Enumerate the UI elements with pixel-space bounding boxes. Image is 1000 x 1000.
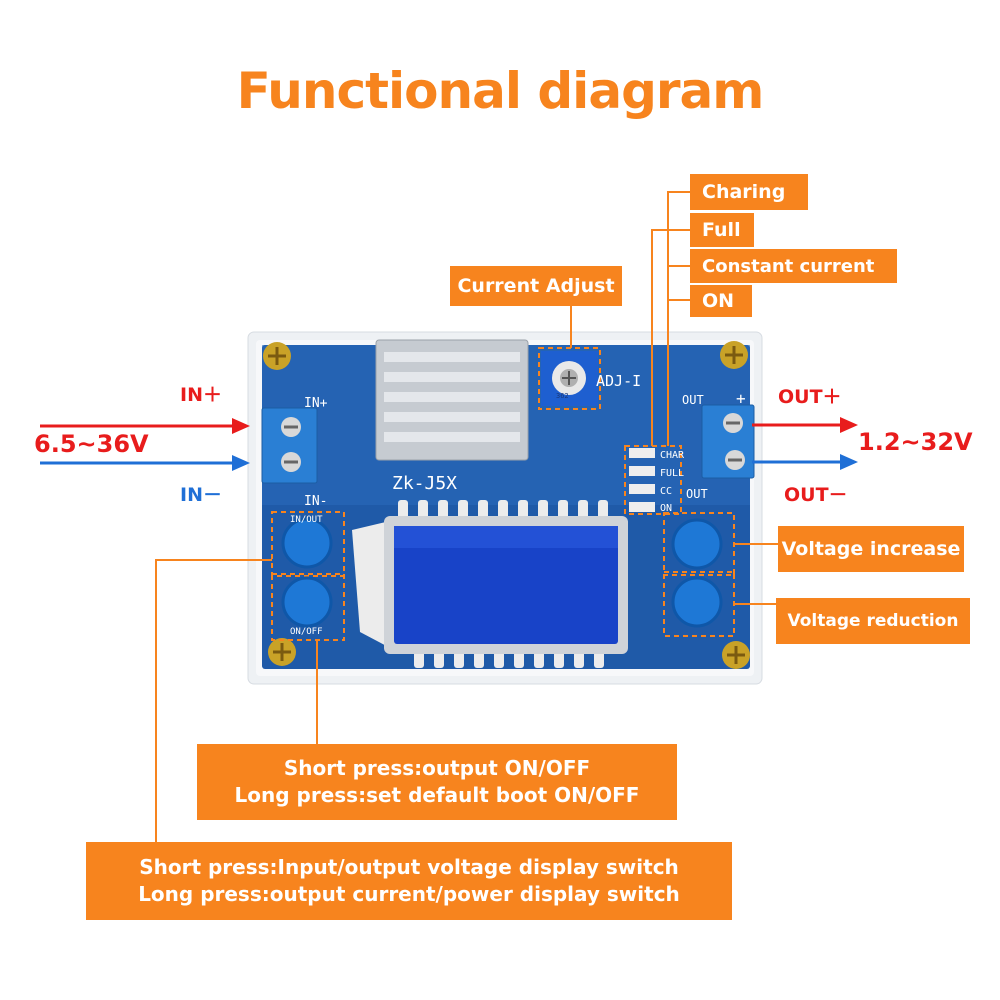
silk-on: ON: [660, 503, 672, 514]
silk-adj: ADJ-I: [596, 372, 641, 390]
in-out-callout-line2: Long press:output current/power display …: [138, 882, 680, 906]
arrow-right-icon: [752, 417, 858, 433]
on-off-callout-line2: Long press:set default boot ON/OFF: [234, 783, 640, 807]
arrow-right-icon: [40, 455, 250, 471]
voltage-increase-callout: Voltage increase: [778, 526, 964, 572]
silk-in-plus: IN+: [304, 396, 328, 411]
silk-out: OUT: [682, 393, 704, 407]
silk-full: FULL: [660, 468, 684, 479]
on-off-callout-line1: Short press:output ON/OFF: [283, 756, 591, 780]
led-on-callout: ON: [690, 285, 752, 317]
led-charging-callout: Charing: [690, 174, 808, 210]
current-adjust-potentiometer[interactable]: [541, 351, 598, 406]
input-terminal-block[interactable]: [261, 407, 318, 484]
input-voltage-range: 6.5~36V: [34, 430, 149, 458]
in-out-callout-line1: Short press:Input/output voltage display…: [139, 855, 679, 879]
arrow-right-icon: [752, 454, 858, 470]
output-voltage-range: 1.2~32V: [858, 428, 973, 456]
in-out-button-callout: Short press:Input/output voltage display…: [86, 842, 732, 920]
output-plus-label: OUT＋: [778, 386, 842, 408]
leader-lines: [155, 191, 778, 842]
voltage-increase-button[interactable]: [663, 512, 735, 576]
screw-icon: [268, 638, 296, 666]
silk-out-minus: OUT: [686, 487, 708, 501]
output-minus-label: OUT－: [784, 484, 848, 506]
led-constant-current-callout: Constant current: [690, 249, 897, 283]
input-plus-label: IN＋: [180, 384, 222, 406]
screw-icon: [722, 641, 750, 669]
screw-icon: [263, 342, 291, 370]
voltage-reduction-callout: Voltage reduction: [776, 598, 970, 644]
silk-char: CHAR: [660, 450, 685, 461]
pot-marking: 362: [556, 392, 569, 400]
silk-in-minus: IN-: [304, 494, 327, 509]
display-header-pins-top: [398, 500, 608, 520]
heatsink: [375, 339, 529, 461]
board-model: Zk-J5X: [392, 473, 457, 494]
status-led-column: [629, 448, 655, 512]
input-minus-label: IN－: [180, 484, 222, 506]
lcd-display: [352, 516, 628, 654]
silk-out-plus: +: [736, 389, 746, 408]
on-off-button-callout: Short press:output ON/OFF Long press:set…: [197, 744, 677, 820]
page-title: Functional diagram: [236, 62, 765, 120]
arrow-right-icon: [40, 418, 250, 434]
output-terminal-block[interactable]: [701, 404, 755, 479]
current-adjust-highlight: [538, 347, 601, 410]
silk-on-off: ON/OFF: [290, 627, 323, 637]
current-adjust-callout: Current Adjust: [450, 266, 622, 306]
in-out-button[interactable]: [271, 511, 345, 577]
on-off-button[interactable]: [271, 573, 345, 641]
silk-in-out: IN/OUT: [290, 515, 323, 525]
silk-cc: CC: [660, 486, 672, 497]
screw-icon: [720, 341, 748, 369]
led-full-callout: Full: [690, 213, 754, 247]
